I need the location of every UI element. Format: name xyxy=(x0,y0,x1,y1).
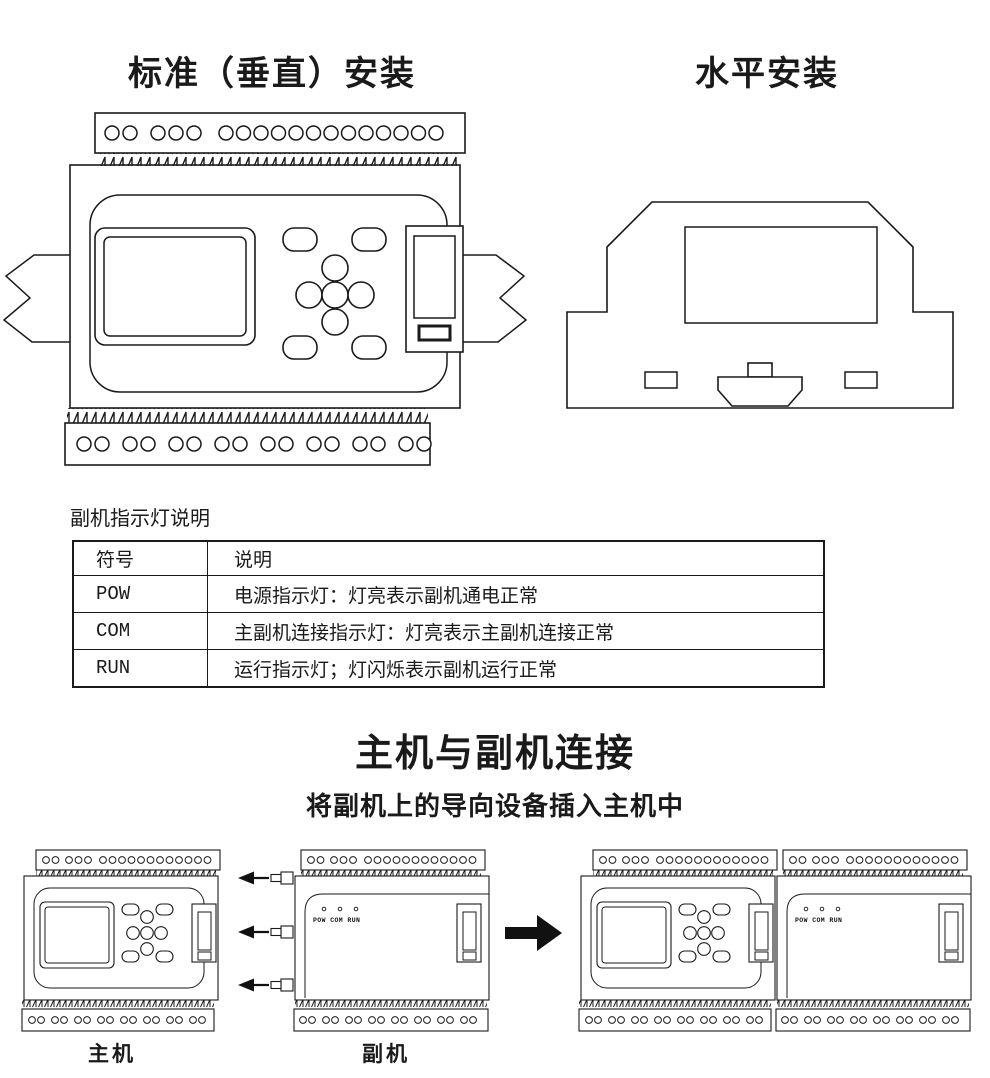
vertical-install-title: 标准（垂直）安装 xyxy=(128,55,416,93)
guide-pins xyxy=(270,871,294,992)
symbol-cell: POW xyxy=(72,575,208,613)
connection-title: 主机与副机连接 xyxy=(354,733,635,775)
symbol-cell: COM xyxy=(72,612,208,650)
slave-unit xyxy=(293,849,490,1032)
top-terminal-screws xyxy=(104,125,444,141)
keypad xyxy=(282,227,387,360)
vertical-install-diagram xyxy=(2,112,528,466)
slave-unit-connected xyxy=(775,849,972,1032)
indicator-table-caption: 副机指示灯说明 xyxy=(70,508,210,530)
connection-subtitle: 将副机上的导向设备插入主机中 xyxy=(305,791,684,821)
table-header-row: 符号 说明 xyxy=(72,540,825,576)
horizontal-install-diagram xyxy=(566,201,954,409)
expansion-port xyxy=(405,225,464,353)
desc-cell: 运行指示灯；灯闪烁表示副机运行正常 xyxy=(207,649,825,688)
device-profile xyxy=(566,201,954,409)
connection-diagram: POW COM RUN xyxy=(21,849,972,1032)
result-arrow xyxy=(505,915,562,951)
lcd-display xyxy=(94,227,256,346)
horizontal-install-title: 水平安装 xyxy=(695,55,839,93)
desc-cell: 电源指示灯：灯亮表示副机通电正常 xyxy=(207,575,825,613)
desc-cell: 主副机连接指示灯：灯亮表示主副机连接正常 xyxy=(207,612,825,650)
mount-foot-left xyxy=(644,371,678,389)
master-label: 主机 xyxy=(88,1043,136,1066)
indicator-table: 符号 说明 POW 电源指示灯：灯亮表示副机通电正常 COM 主副机连接指示灯：… xyxy=(72,540,825,688)
bottom-terminal-screws xyxy=(76,436,432,452)
din-rail-clip xyxy=(717,362,803,407)
top-crimp-band xyxy=(97,153,457,166)
din-rail xyxy=(2,254,528,343)
insert-arrows xyxy=(238,871,269,992)
bottom-crimp-band xyxy=(67,408,428,423)
symbol-cell: RUN xyxy=(72,649,208,688)
slave-label: 副机 xyxy=(362,1043,410,1066)
master-unit xyxy=(21,849,221,1032)
master-unit-connected xyxy=(578,849,778,1032)
table-row: RUN 运行指示灯；灯闪烁表示副机运行正常 xyxy=(72,649,825,688)
col-header-desc: 说明 xyxy=(207,540,825,576)
table-row: POW 电源指示灯：灯亮表示副机通电正常 xyxy=(72,575,825,613)
profile-recess xyxy=(684,226,878,324)
table-row: COM 主副机连接指示灯：灯亮表示主副机连接正常 xyxy=(72,612,825,650)
mount-foot-right xyxy=(844,371,878,389)
col-header-symbol: 符号 xyxy=(72,540,208,576)
